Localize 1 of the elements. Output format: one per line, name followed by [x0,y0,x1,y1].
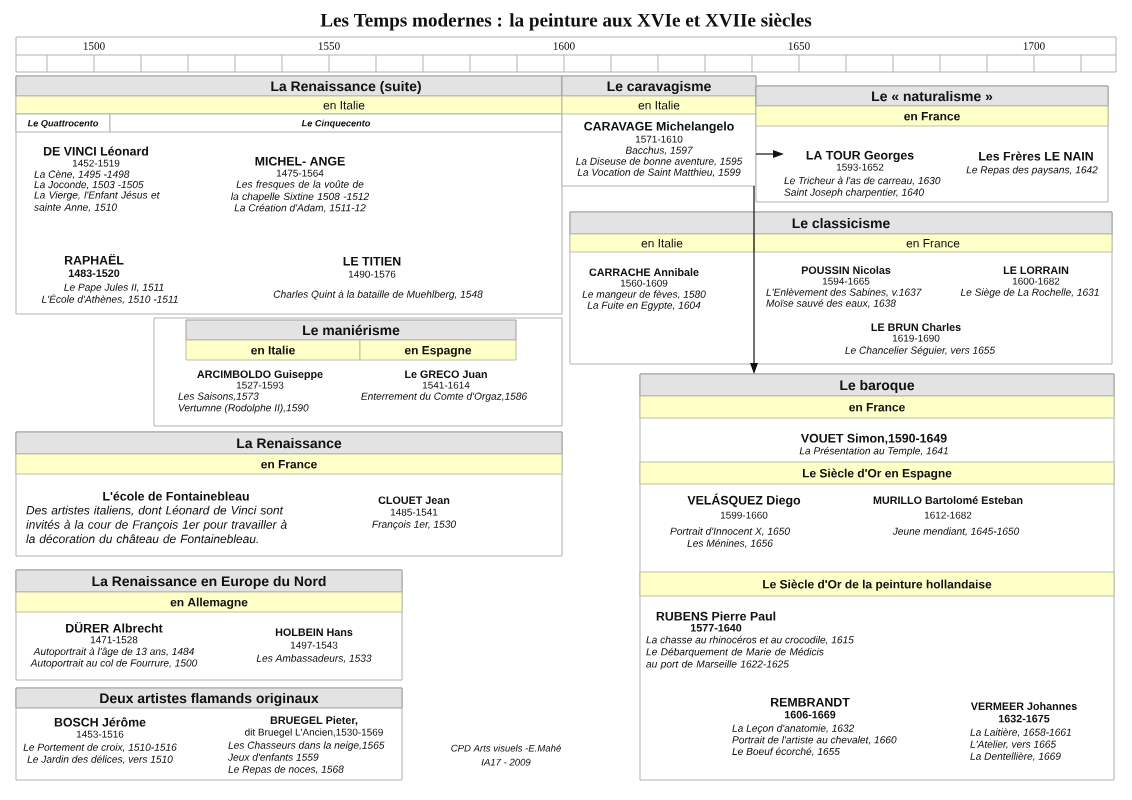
title: Les Temps modernes : la peinture aux XVIe et XVIIe siècles [320,13,812,31]
